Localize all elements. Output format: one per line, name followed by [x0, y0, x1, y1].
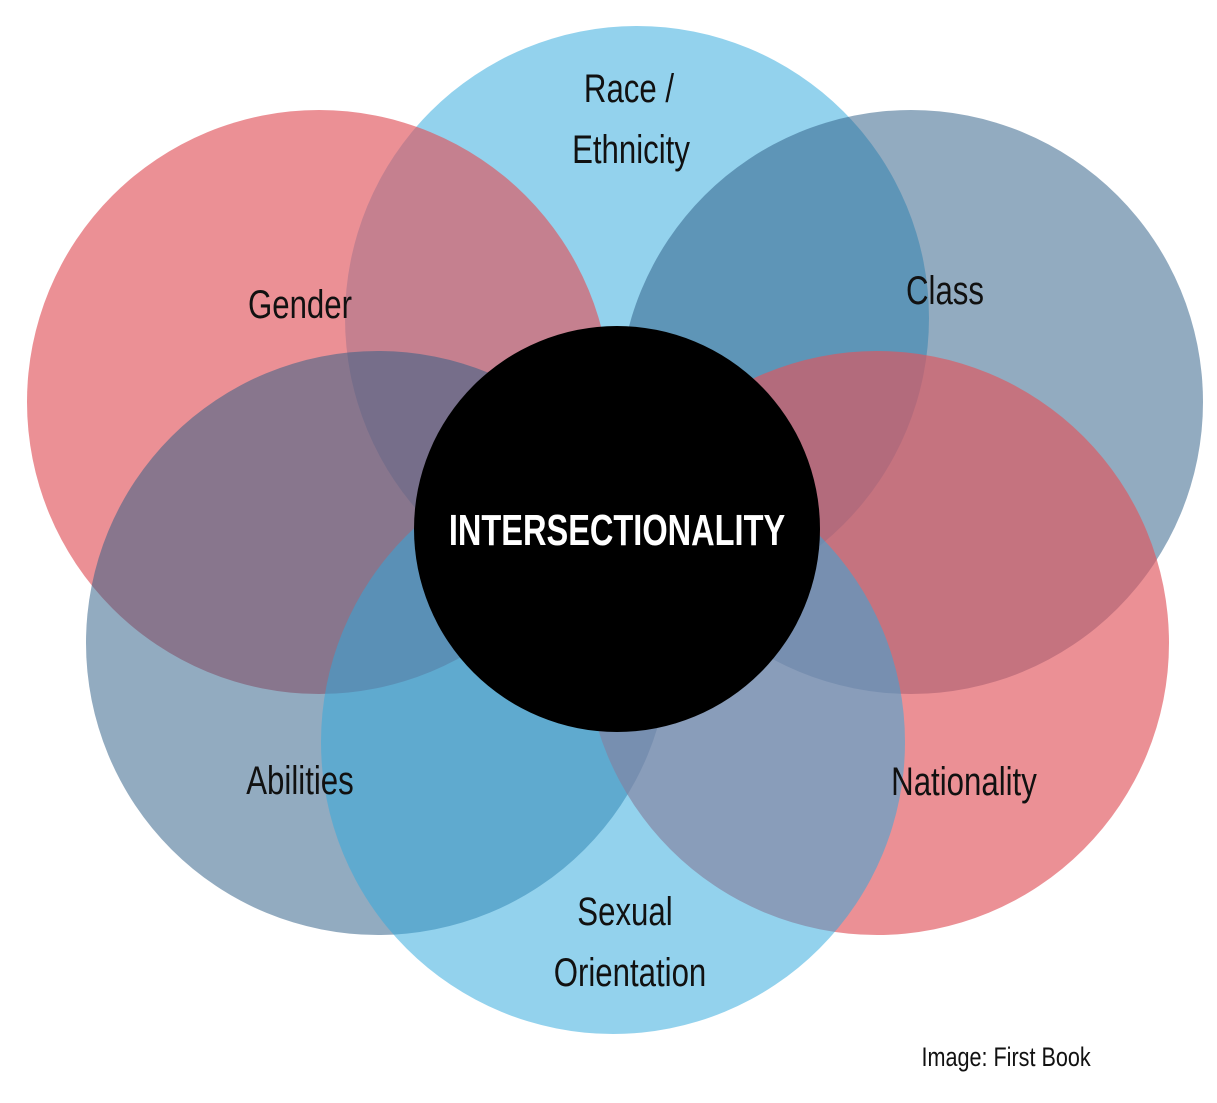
- nationality-label: Nationality: [891, 759, 1037, 804]
- class-label: Class: [906, 268, 984, 313]
- race-label-line1: Race /: [584, 66, 674, 111]
- sexual-orientation-label-line2: Orientation: [554, 950, 707, 995]
- center-label: INTERSECTIONALITY: [449, 506, 785, 555]
- gender-label: Gender: [248, 282, 352, 327]
- abilities-label: Abilities: [246, 758, 353, 803]
- sexual-orientation-label-line1: Sexual: [577, 889, 672, 934]
- image-credit: Image: First Book: [921, 1043, 1091, 1073]
- intersectionality-center-circle: [414, 326, 820, 732]
- race-label-line2: Ethnicity: [572, 127, 690, 172]
